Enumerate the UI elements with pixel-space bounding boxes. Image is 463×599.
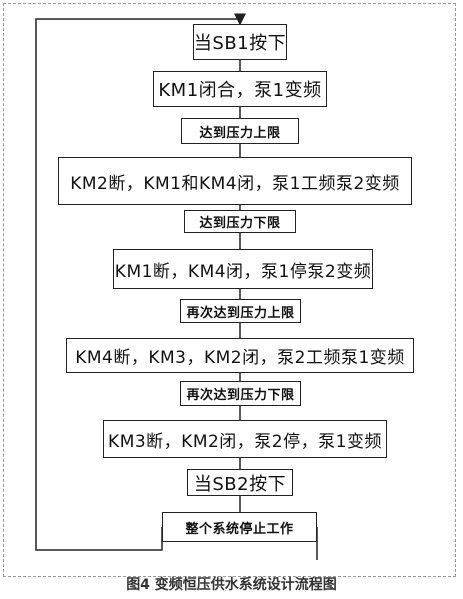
step-again-pressure-lower: 再次达到压力下限 bbox=[180, 381, 301, 406]
step-pressure-upper: 达到压力上限 bbox=[181, 118, 299, 144]
step-pressure-lower: 达到压力下限 bbox=[184, 210, 296, 233]
step-km4-off-km3-km2-on: KM4断，KM3，KM2闭，泵2工频泵1变频 bbox=[66, 338, 414, 373]
step-km1-close: KM1闭合，泵1变频 bbox=[153, 71, 327, 107]
step-sb2-pressed: 当SB2按下 bbox=[187, 469, 293, 496]
figure-caption: 图4 变频恒压供水系统设计流程图 bbox=[126, 577, 337, 593]
feedback-loop bbox=[35, 13, 246, 551]
step-sb1-pressed: 当SB1按下 bbox=[193, 24, 287, 60]
step-system-stop: 整个系统停止工作 bbox=[162, 512, 317, 542]
image-border bbox=[3, 3, 456, 577]
step-km2-off-km1-km4-on: KM2断，KM1和KM4闭，泵1工频泵2变频 bbox=[58, 157, 412, 205]
step-again-pressure-upper: 再次达到压力上限 bbox=[180, 299, 301, 323]
step-km1-off-km4-on: KM1断，KM4闭，泵1停泵2变频 bbox=[113, 249, 373, 289]
step-km3-off-km2-on: KM3断，KM2闭，泵2停，泵1变频 bbox=[103, 420, 387, 458]
